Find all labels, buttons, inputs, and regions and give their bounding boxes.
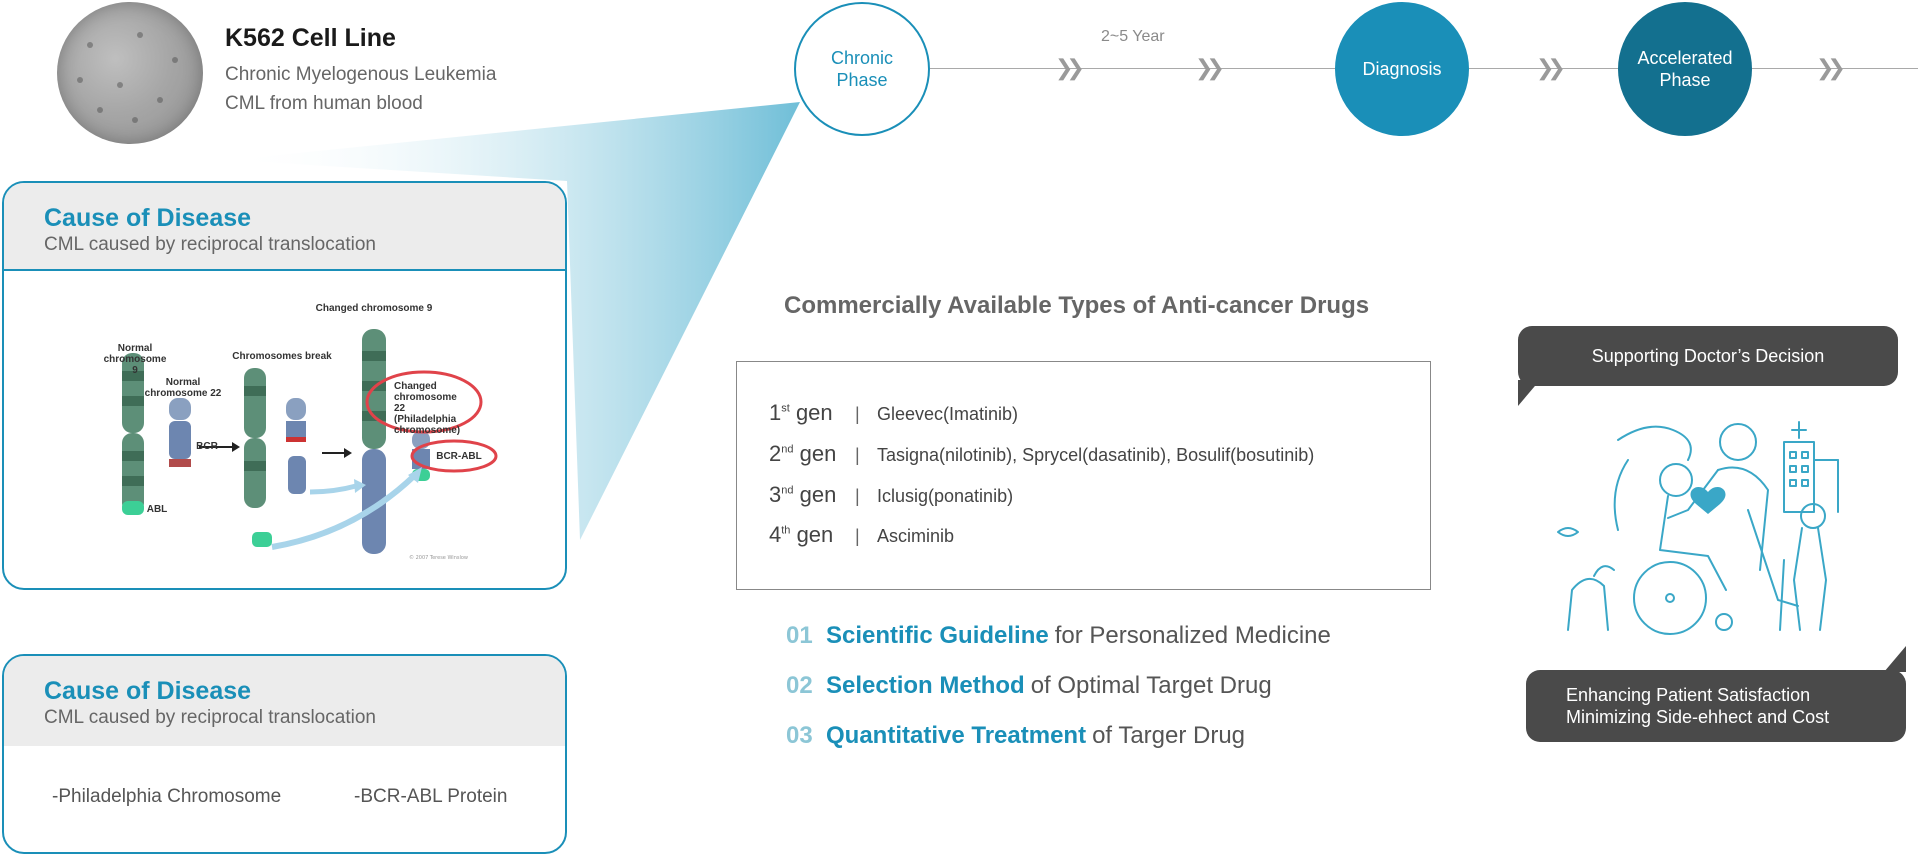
drug-row-2nd-gen: 2nd gen | Tasigna(nilotinib), Sprycel(da… [769,441,1315,466]
chevron-double-right-icon: ❯❯ [1536,55,1566,80]
chromosome-diagram-graphic: © 2007 Terese Winslow [122,329,498,561]
drug-row-1st-gen: 1st gen | Gleevec(Imatinib) [769,400,1019,425]
cause-of-disease-panel: Cause of Disease CML caused by reciproca… [2,181,567,590]
label-changed-chromosome-22: Changed chromosome 22 (Philadelphia chro… [394,381,461,436]
label-bcr-abl: BCR-ABL [436,451,482,462]
chevron-double-right-icon: ❯❯ [1816,55,1846,80]
chromosome-translocation-diagram: © 2007 Terese Winslow Normal chromosome … [4,271,565,588]
drug-row-3rd-gen: 3nd gen | Iclusig(ponatinib) [769,482,1014,507]
patient-satisfaction-bubble: Enhancing Patient Satisfaction Minimizin… [1526,670,1906,742]
speech-bubble-tail [1884,646,1906,672]
goal-item-2: 02 Selection Method of Optimal Target Dr… [786,672,1272,699]
chevron-double-right-icon: ❯❯ [1195,55,1225,80]
goal-item-1: 01 Scientific Guideline for Personalized… [786,622,1331,649]
supporting-doctor-decision-bubble: Supporting Doctor’s Decision [1518,326,1898,386]
label-chromosomes-break: Chromosomes break [232,351,332,362]
cell-line-image [57,2,203,144]
timeline-line-3 [1752,68,1918,69]
duration-label: 2~5 Year [1101,28,1165,45]
speech-bubble-tail [1518,380,1540,406]
bcr-abl-protein-item: -BCR-ABL Protein [354,786,508,807]
cell-line-description-2: CML from human blood [225,93,423,114]
label-normal-chromosome-22: Normal chromosome 22 [144,377,222,399]
doctor-patient-care-illustration [1557,421,1839,635]
cause-summary-subtitle: CML caused by reciprocal translocation [44,707,376,728]
svg-text:© 2007 Terese Winslow: © 2007 Terese Winslow [409,554,468,561]
cell-line-title: K562 Cell Line [225,24,396,52]
drugs-section-title: Commercially Available Types of Anti-can… [784,292,1370,319]
cause-panel-title: Cause of Disease [44,204,252,232]
label-bcr: BCR [196,441,218,452]
chevron-double-right-icon: ❯❯ [1055,55,1085,80]
diagnosis-node: Diagnosis [1335,2,1469,136]
cause-panel-header: Cause of Disease CML caused by reciproca… [4,183,565,271]
philadelphia-chromosome-item: -Philadelphia Chromosome [52,786,282,807]
label-normal-chromosome-9: Normal chromosome 9 [103,343,167,376]
label-changed-chromosome-9: Changed chromosome 9 [315,303,433,314]
cell-line-description-1: Chronic Myelogenous Leukemia [225,64,497,85]
cause-summary-title: Cause of Disease [44,677,252,705]
drug-generations-box: 1st gen | Gleevec(Imatinib) 2nd gen | Ta… [736,361,1431,590]
label-abl: ABL [146,504,168,515]
drug-row-4th-gen: 4th gen | Asciminib [769,522,955,547]
cause-summary-header: Cause of Disease CML caused by reciproca… [4,656,565,746]
cause-of-disease-summary-panel: Cause of Disease CML caused by reciproca… [2,654,567,854]
goal-item-3: 03 Quantitative Treatment of Targer Drug [786,722,1246,749]
cause-panel-subtitle: CML caused by reciprocal translocation [44,234,376,255]
timeline-line-2 [1469,68,1618,69]
timeline-line-1 [930,68,1335,69]
